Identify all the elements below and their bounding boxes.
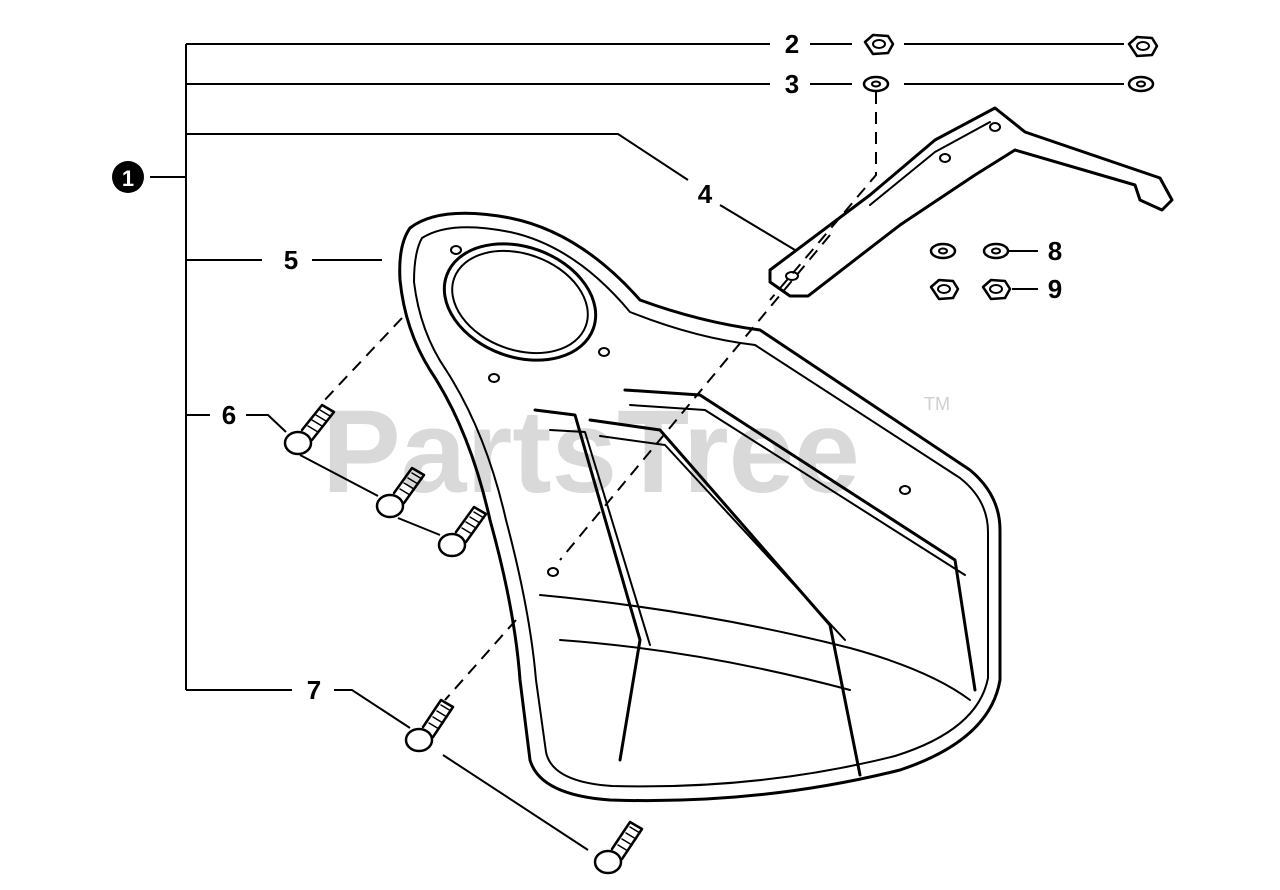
leader-lines bbox=[150, 43, 1124, 851]
bracket-part bbox=[768, 106, 1174, 298]
callout-1: 1 bbox=[122, 166, 134, 191]
callout-4: 4 bbox=[698, 179, 713, 209]
washer-side-right bbox=[982, 242, 1010, 260]
bolt-upper-1 bbox=[283, 403, 336, 456]
bolt-lower-1 bbox=[404, 698, 455, 753]
callout-8: 8 bbox=[1048, 236, 1062, 266]
callout-6: 6 bbox=[222, 400, 236, 430]
nut-top-left bbox=[863, 33, 895, 56]
callout-7: 7 bbox=[307, 675, 321, 705]
bolt-lower-2 bbox=[593, 820, 644, 875]
nut-top-right bbox=[1127, 35, 1159, 58]
callout-2: 2 bbox=[785, 29, 799, 59]
callout-9: 9 bbox=[1048, 274, 1062, 304]
watermark-trademark: TM bbox=[924, 394, 950, 414]
nut-side-left bbox=[929, 278, 960, 301]
callouts: 1 2 3 4 5 6 7 8 9 bbox=[112, 29, 1062, 705]
nut-side-right bbox=[981, 278, 1012, 301]
assembly-callout-badge bbox=[112, 161, 144, 193]
bolt-upper-3 bbox=[437, 505, 488, 558]
shield-part bbox=[398, 211, 1002, 803]
washer-side-left bbox=[929, 242, 957, 260]
bolt-upper-2 bbox=[375, 466, 426, 519]
callout-5: 5 bbox=[284, 245, 298, 275]
callout-3: 3 bbox=[785, 69, 799, 99]
assembly-dashed-lines bbox=[319, 92, 877, 701]
washer-top-right bbox=[1127, 75, 1155, 93]
washer-top-left bbox=[862, 75, 890, 93]
